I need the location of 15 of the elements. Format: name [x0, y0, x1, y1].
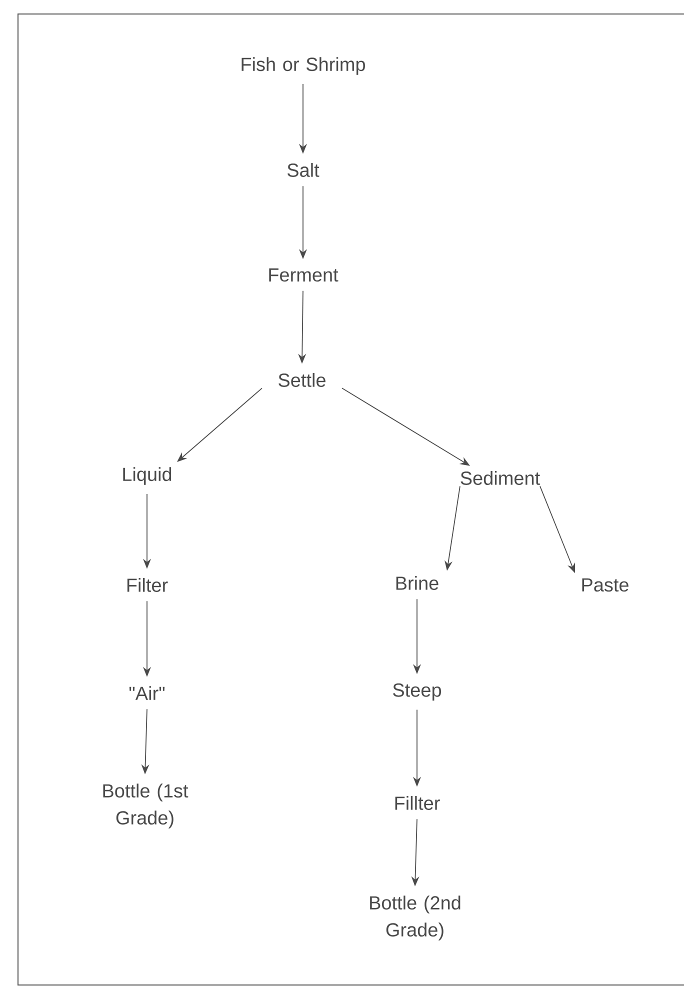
step-label: "Air": [129, 686, 165, 700]
step-label: Fish or Shrimp: [242, 57, 365, 75]
step-label: Bottle (2nd Grade): [370, 896, 460, 940]
step-label: Brine: [396, 576, 438, 590]
step-label: Ferment: [269, 268, 338, 282]
step-label: Liquid: [123, 467, 172, 485]
step-label: Fillter: [395, 796, 440, 810]
step-label: Salt: [288, 163, 320, 177]
step-label: Steep: [393, 683, 442, 701]
step-label: Filter: [127, 578, 168, 592]
step-label: Sediment: [460, 471, 540, 485]
step-label: Settle: [278, 373, 326, 387]
step-label: Paste: [582, 578, 628, 592]
arrow: [177, 388, 262, 462]
step-label: Bottle (1st Grade): [103, 784, 188, 828]
